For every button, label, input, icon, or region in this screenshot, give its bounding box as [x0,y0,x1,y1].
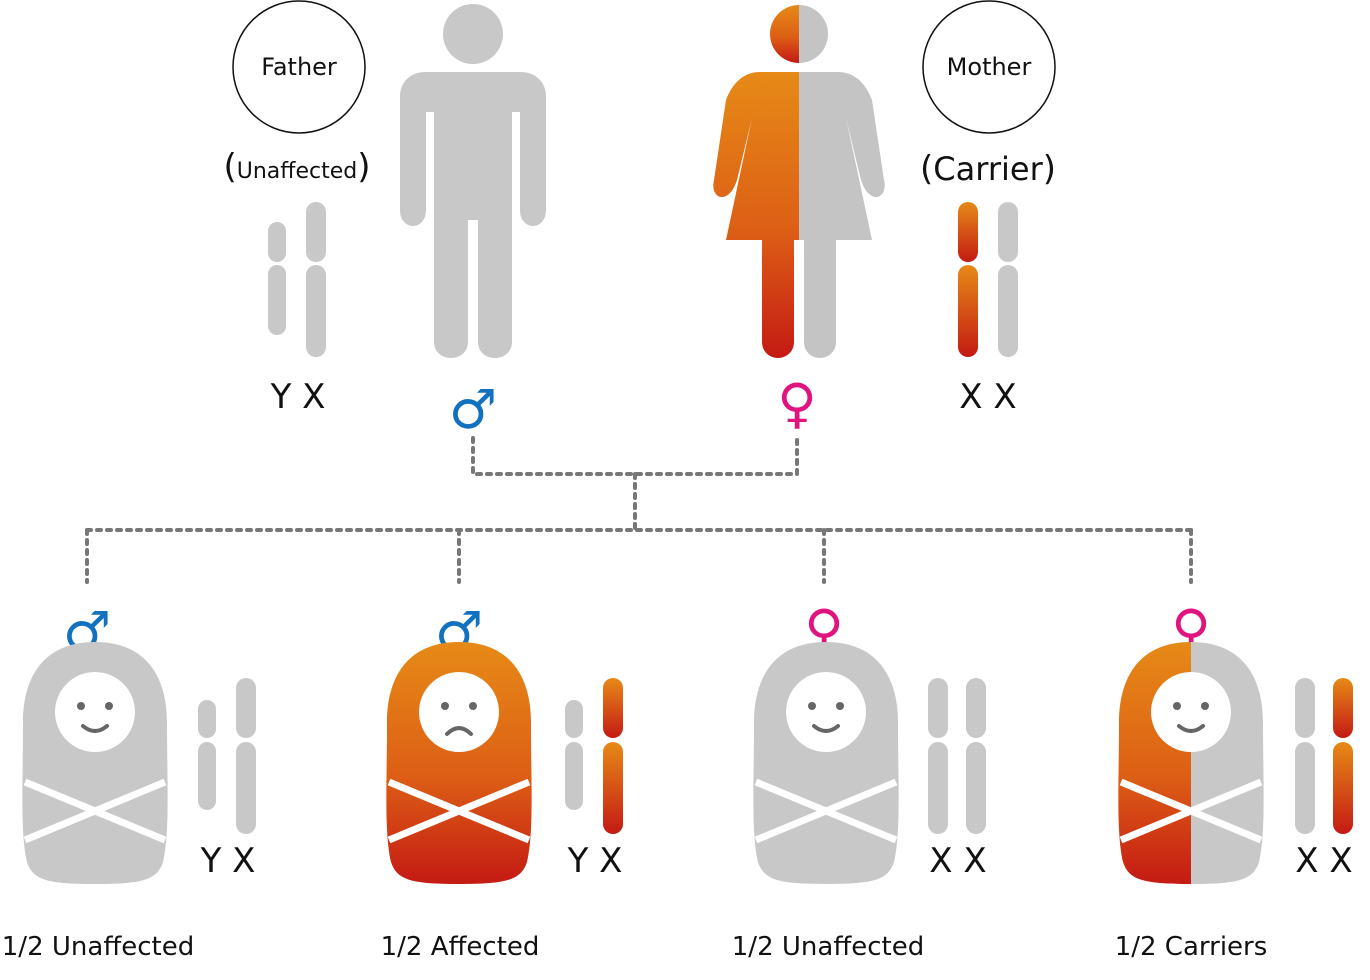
father-group: Father (Unaffected) Y X ♂ [224,0,546,441]
mother-label: Mother [947,53,1032,81]
mother-female-symbol: ♀ [777,372,817,435]
father-male-symbol: ♂ [449,378,497,441]
child-1-chromosomes [198,678,256,834]
baby-1-face [55,672,135,752]
child-unaffected-daughter: ♀ X X 1/2 Unaffected [732,598,987,962]
father-figure [400,4,546,358]
child-2-chromosome-label: Y X [567,841,623,881]
sad-face-icon [445,726,473,736]
father-status: (Unaffected) [224,147,371,187]
mother-chromosome-label: X X [959,377,1016,417]
child-carrier-daughter: ♀ X X 1/2 Carriers [1115,598,1353,962]
happy-face-icon [1177,724,1205,733]
baby-2-face [419,672,499,752]
pedigree-connectors [85,436,1193,584]
father-chromosomes [268,202,326,357]
mother-label-circle [922,0,1056,134]
child-1-caption: 1/2 Unaffected [2,932,194,962]
child-affected-son: ♂ Y X 1/2 Affected [381,600,623,962]
father-label-circle [232,0,366,134]
child-1-chromosome-label: Y X [200,841,256,881]
mother-figure [713,5,885,358]
father-chromosome-label: Y X [270,377,326,417]
father-label: Father [261,53,337,81]
happy-face-icon [81,724,109,733]
child-4-caption: 1/2 Carriers [1115,932,1268,962]
child-3-caption: 1/2 Unaffected [732,932,924,962]
mother-status: (Carrier) [920,149,1056,189]
happy-face-icon [812,724,840,733]
mother-chromosomes [958,202,1018,357]
baby-3-face [786,672,866,752]
child-unaffected-son: ♂ Y X 1/2 Unaffected [2,600,256,962]
child-2-chromosomes [565,678,623,834]
mother-group: ♀ Mother (Carrier) X X [713,0,1056,435]
child-3-chromosomes [928,678,986,834]
child-4-chromosomes [1295,678,1353,834]
child-2-caption: 1/2 Affected [381,932,540,962]
baby-4-face [1151,672,1231,752]
child-4-chromosome-label: X X [1295,841,1352,881]
child-3-chromosome-label: X X [929,841,986,881]
